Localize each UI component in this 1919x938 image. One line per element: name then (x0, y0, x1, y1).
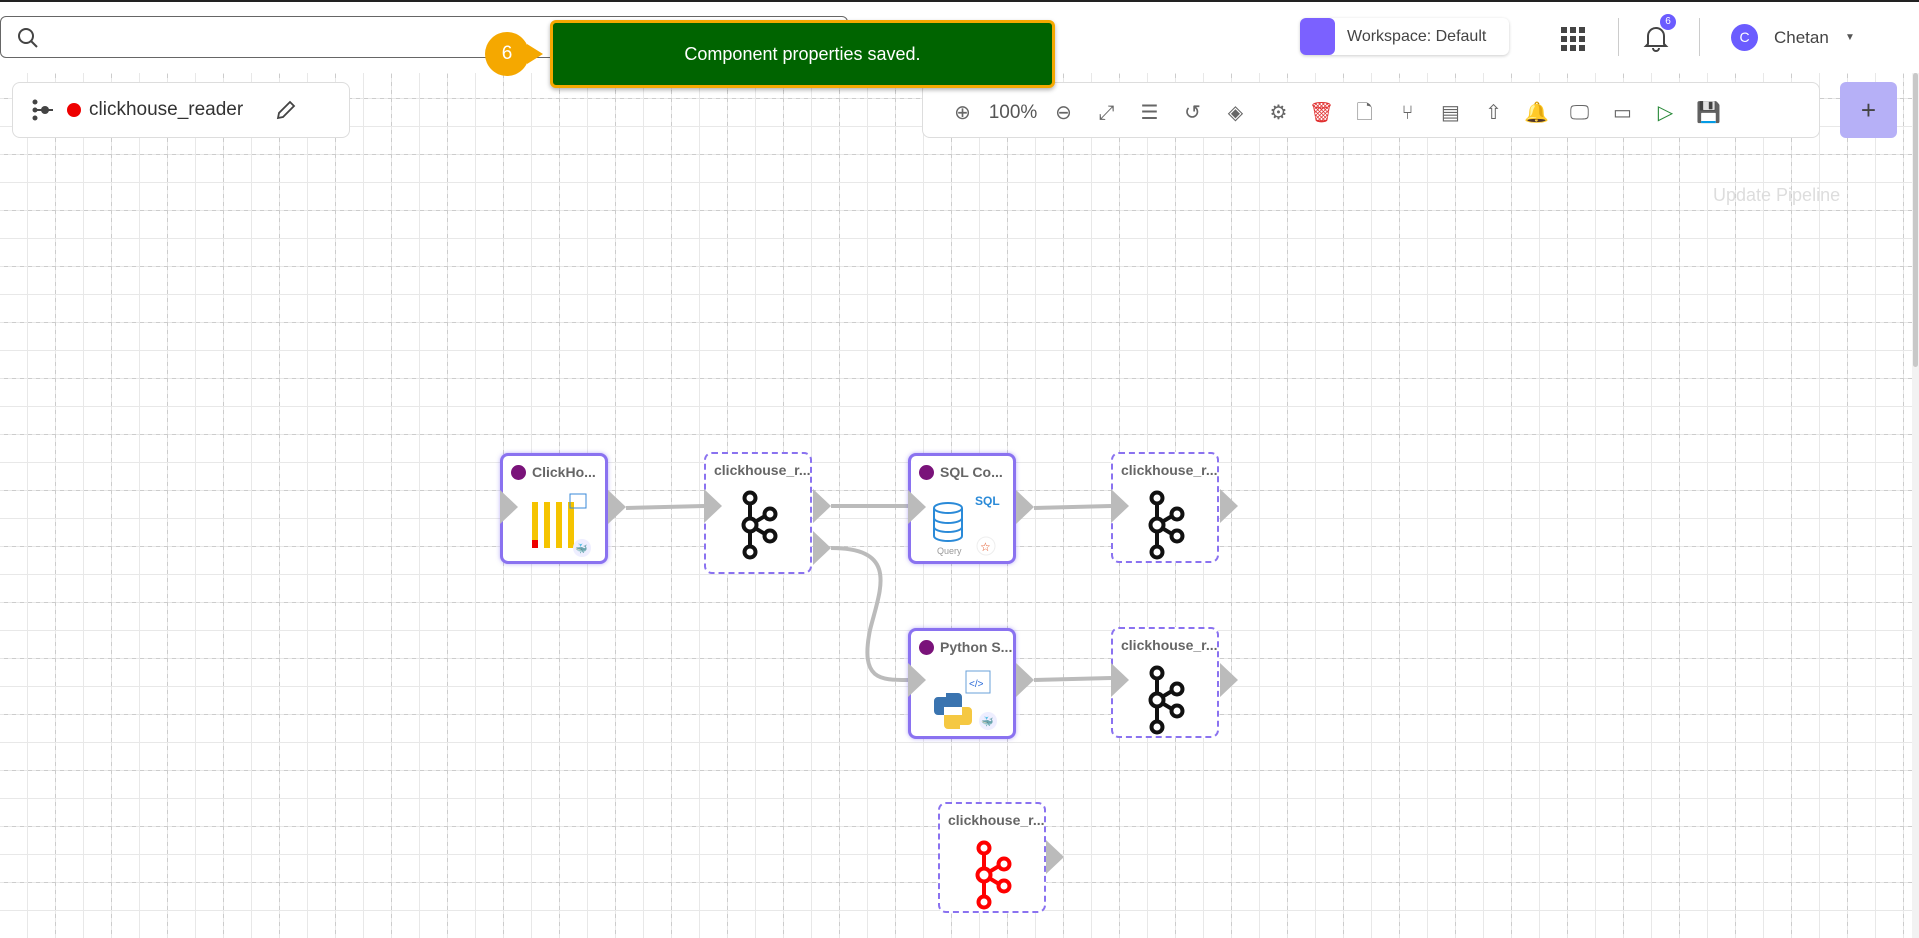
node-title: ClickHo... (532, 464, 596, 480)
kafka-icon (1113, 490, 1217, 560)
scrollbar-thumb[interactable] (1913, 73, 1918, 367)
node-title: clickhouse_r... (714, 462, 811, 478)
output-port[interactable] (813, 531, 831, 565)
monitor-icon[interactable]: 🖵 (1569, 102, 1590, 124)
add-component-button[interactable]: + (1840, 82, 1897, 138)
toast-notification: Component properties saved. (550, 20, 1055, 88)
svg-text:🐳: 🐳 (575, 543, 587, 555)
edit-pencil-icon[interactable] (275, 99, 297, 121)
pipeline-status-dot (67, 103, 81, 117)
input-port[interactable] (1111, 489, 1129, 523)
pipeline-toolbar: ⊕ 100% ⊖ ⤢ ☰ ↺ ◈ ⚙ 🗑 🗋 ⑂ ▤ ⇧ 🔔 🖵 ▭ ▷ 💾 (922, 82, 1820, 138)
node-title: clickhouse_r... (1121, 462, 1218, 478)
input-port[interactable] (500, 490, 518, 524)
workspace-selector[interactable]: Workspace: Default (1300, 18, 1509, 55)
node-title: clickhouse_r... (1121, 637, 1218, 653)
history-icon[interactable]: ↺ (1184, 102, 1201, 124)
zoom-out-icon[interactable]: ⊖ (1055, 102, 1072, 124)
edge (625, 504, 705, 510)
pipeline-icon (32, 99, 53, 121)
sql-label: SQL (975, 494, 1000, 508)
user-name[interactable]: Chetan (1774, 28, 1829, 47)
kafka-icon (706, 490, 810, 560)
sql-query-icon: ☆ SQL Query (911, 492, 1013, 558)
input-port[interactable] (908, 490, 926, 524)
input-port[interactable] (908, 663, 926, 697)
header-divider (1699, 18, 1700, 56)
kafka-event-node-unconnected[interactable]: clickhouse_r... (938, 802, 1046, 913)
output-port[interactable] (1046, 840, 1064, 874)
align-icon[interactable]: ☰ (1140, 102, 1159, 124)
svg-text:☆: ☆ (980, 540, 991, 554)
user-menu-caret-icon[interactable]: ▼ (1845, 32, 1855, 43)
output-port[interactable] (813, 489, 831, 523)
header-divider (1618, 18, 1619, 56)
git-branch-icon[interactable]: ⑂ (1401, 102, 1414, 124)
fit-screen-icon[interactable]: ⤢ (1098, 102, 1115, 124)
node-status-dot (919, 639, 934, 655)
upload-icon[interactable]: ⇧ (1485, 102, 1502, 124)
node-status-dot (919, 464, 934, 480)
output-port[interactable] (1220, 663, 1238, 697)
pipeline-name-card: clickhouse_reader (12, 82, 350, 138)
search-icon (18, 28, 38, 48)
kafka-icon (1113, 665, 1217, 735)
svg-text:🐳: 🐳 (981, 716, 993, 728)
node-status-dot (511, 464, 526, 480)
comment-icon[interactable]: ▭ (1613, 102, 1632, 124)
kafka-icon-red (940, 840, 1044, 910)
kafka-event-node[interactable]: clickhouse_r... (1111, 452, 1219, 563)
step-badge: 6 (485, 32, 543, 76)
user-avatar[interactable]: C (1731, 24, 1758, 51)
edge (830, 546, 909, 682)
alert-bell-icon[interactable]: 🔔 (1524, 102, 1549, 124)
workspace-color-swatch (1300, 18, 1335, 55)
output-port[interactable] (1016, 490, 1034, 524)
edge (1033, 676, 1112, 682)
save-icon[interactable]: 💾 (1696, 102, 1721, 124)
notification-bell-icon[interactable] (1643, 24, 1669, 52)
node-title: Python S... (940, 639, 1013, 655)
kafka-event-node[interactable]: clickhouse_r... (1111, 627, 1219, 738)
preview-document-icon[interactable]: 🗋 (1356, 102, 1373, 124)
svg-text:</>: </> (969, 679, 984, 690)
output-port[interactable] (1220, 489, 1238, 523)
output-port[interactable] (608, 490, 626, 524)
canvas-scrollbar[interactable] (1912, 73, 1919, 938)
layers-icon[interactable]: ◈ (1227, 102, 1244, 124)
zoom-in-icon[interactable]: ⊕ (954, 102, 971, 124)
logs-icon[interactable]: ▤ (1441, 102, 1460, 124)
zoom-level: 100% (988, 102, 1038, 123)
update-pipeline-tooltip: Update Pipeline (1713, 185, 1841, 205)
workspace-label: Workspace: Default (1347, 27, 1487, 45)
output-port[interactable] (1016, 663, 1034, 697)
delete-trash-icon[interactable]: 🗑 (1308, 102, 1335, 124)
run-play-icon[interactable]: ▷ (1657, 102, 1674, 124)
edge (1033, 504, 1112, 510)
python-icon: </> 🐳 (911, 667, 1013, 733)
node-title: SQL Co... (940, 464, 1003, 480)
input-port[interactable] (1111, 663, 1129, 697)
node-title: clickhouse_r... (948, 812, 1045, 828)
pipeline-name: clickhouse_reader (89, 99, 244, 120)
apps-grid-icon[interactable] (1561, 27, 1585, 51)
window-top-border (0, 0, 1919, 2)
input-port[interactable] (704, 489, 722, 523)
clickhouse-reader-node[interactable]: ClickHo... 🐳 (500, 453, 608, 564)
clickhouse-icon: 🐳 (503, 492, 605, 558)
query-label: Query (937, 546, 962, 556)
settings-gear-icon[interactable]: ⚙ (1269, 102, 1288, 124)
notification-count-badge: 6 (1660, 14, 1676, 30)
